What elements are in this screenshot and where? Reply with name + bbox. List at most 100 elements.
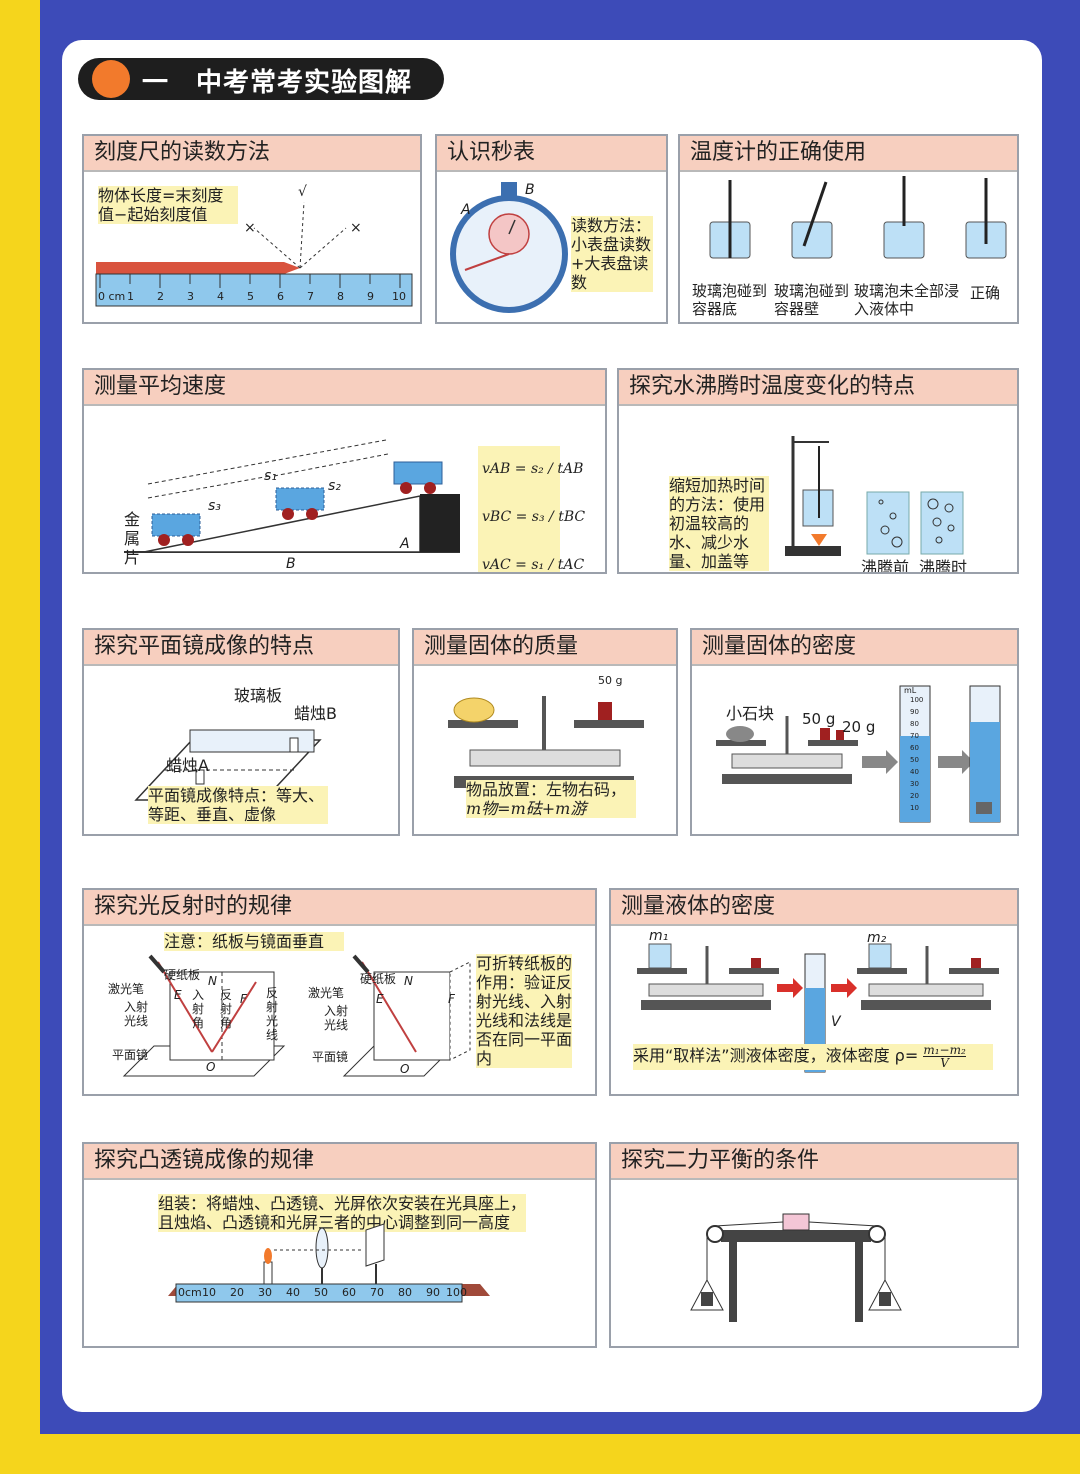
- label-before: 沸腾前: [861, 558, 910, 572]
- label-laser-2: 激光笔: [308, 986, 345, 1000]
- ruler-tick: 3: [187, 290, 194, 303]
- card-stopwatch: 认识秒表 A B 读数方法：小表盘读数+大表盘读数: [435, 134, 668, 324]
- card-title: 探究二力平衡的条件: [611, 1144, 1017, 1180]
- label-mirror-2: 平面镜: [312, 1050, 349, 1064]
- card-reflection: 探究光反射时的规律 注意：纸板与镜面垂直 硬纸板 N 激光笔 入射光线 E 入射…: [82, 888, 597, 1096]
- pencil-shape: [96, 262, 300, 274]
- cylinder-tick: 20: [910, 792, 919, 800]
- section-title: 一 中考常考实验图解: [142, 68, 413, 98]
- ruler-tick: 9: [367, 290, 374, 303]
- lens-tick: 90: [426, 1286, 440, 1299]
- label-mirror: 平面镜: [112, 1048, 149, 1062]
- card-liquid-density: 测量液体的密度 m₁ m₂ V 采用“取样法”测液体密度，液体密度 ρ=: [609, 888, 1019, 1096]
- label-laser: 激光笔: [108, 982, 145, 996]
- weight-50: 50 g: [802, 710, 836, 728]
- cylinder-tick: 60: [910, 744, 919, 752]
- label-candle-b: 蜡烛B: [294, 704, 337, 723]
- card-title: 探究平面镜成像的特点: [84, 630, 398, 666]
- reflection-diagram: [122, 954, 471, 1077]
- card-title: 认识秒表: [437, 136, 666, 172]
- frame-bottom: [0, 1434, 1080, 1474]
- cylinder-unit: mL: [904, 686, 917, 695]
- lens-tick: 30: [258, 1286, 272, 1299]
- lens-diagram: [168, 1223, 490, 1303]
- lens-tick: 60: [342, 1286, 356, 1299]
- label-b: B: [525, 182, 535, 198]
- boiling-diagram: [785, 436, 964, 556]
- lens-unit: 0cm: [178, 1286, 202, 1299]
- cylinder-tick: 40: [910, 768, 919, 776]
- speed-diagram: [124, 439, 460, 553]
- label-n-2: N: [404, 974, 413, 988]
- label-m1: m₁: [649, 928, 669, 944]
- ruler-tick: 4: [217, 290, 224, 303]
- ruler-tick: 5: [247, 290, 254, 303]
- solid-density-diagram: [716, 685, 1001, 823]
- lens-note: 组装：将蜡烛、凸透镜、光屏依次安装在光具座上，且烛焰、凸透镜和光屏三者的中心调整…: [158, 1194, 527, 1232]
- card-title: 测量固体的质量: [414, 630, 676, 666]
- thermo-caption: 玻璃泡碰到容器底: [692, 282, 768, 318]
- formula-vac: vAC = s₁ / tAC: [482, 557, 585, 572]
- lens-tick: 100: [446, 1286, 467, 1299]
- liquid-density-note: 采用“取样法”测液体密度，液体密度 ρ= m₁−m₂ V: [633, 1044, 993, 1070]
- label-m2: m₂: [867, 930, 887, 946]
- label-n: N: [208, 974, 217, 988]
- cylinder-tick: 10: [910, 804, 919, 812]
- label-incident-2: 入射光线: [324, 1004, 349, 1032]
- label-card-2: 硬纸板: [360, 972, 397, 986]
- ruler-tick: 8: [337, 290, 344, 303]
- wrong-mark-icon: ×: [350, 220, 362, 236]
- label-v: V: [831, 1014, 841, 1030]
- card-solid-density: 测量固体的密度 小石块 50 g 20 g mL 100 90 80 70 60…: [690, 628, 1019, 836]
- card-title: 测量固体的密度: [692, 630, 1017, 666]
- card-title: 温度计的正确使用: [680, 136, 1017, 172]
- card-title: 探究水沸腾时温度变化的特点: [619, 370, 1017, 406]
- lens-tick: 50: [314, 1286, 328, 1299]
- ruler-tick: 10: [392, 290, 406, 303]
- lens-tick: 80: [398, 1286, 412, 1299]
- mirror-note: 平面镜成像特点：等大、等距、垂直、虚像: [148, 786, 328, 824]
- label-f: F: [240, 992, 247, 1006]
- ruler-tick: 1: [127, 290, 134, 303]
- label-candle-a: 蜡烛A: [166, 756, 209, 775]
- lens-tick: 10: [202, 1286, 216, 1299]
- section-banner: 一 中考常考实验图解: [78, 58, 444, 100]
- card-title: 探究凸透镜成像的规律: [84, 1144, 595, 1180]
- thermometer-diagram: [709, 176, 1007, 259]
- stopwatch-diagram: [450, 182, 568, 313]
- card-title: 探究光反射时的规律: [84, 890, 595, 926]
- segment-s3: s₃: [208, 498, 221, 514]
- card-title: 刻度尺的读数方法: [84, 136, 420, 172]
- cylinder-tick: 30: [910, 780, 919, 788]
- thermo-caption: 玻璃泡碰到容器壁: [774, 282, 850, 318]
- wrong-mark-icon: ×: [244, 220, 256, 236]
- formula-vbc: vBC = s₃ / tBC: [482, 509, 586, 525]
- label-e-2: E: [376, 992, 384, 1006]
- thermo-caption: 正确: [970, 284, 1001, 302]
- mass-note-line1: 物品放置：左物右码，: [466, 780, 627, 799]
- label-after: 沸腾时: [919, 558, 968, 572]
- segment-s2: s₂: [328, 478, 341, 494]
- ruler-note: 物体长度=末刻度值−起始刻度值: [98, 186, 238, 224]
- card-mirror: 探究平面镜成像的特点 玻璃板 蜡烛B 蜡烛A 平面镜成像特点：等大、等距、垂直、…: [82, 628, 400, 836]
- label-a: A: [461, 202, 471, 218]
- speed-formulas: vAB = s₂ / tAB vBC = s₃ / tBC vAC = s₁ /…: [478, 446, 585, 572]
- card-title: 测量液体的密度: [611, 890, 1017, 926]
- mass-note-line2: m物=m砝+m游: [466, 799, 587, 818]
- card-ruler: 刻度尺的读数方法 物体长度=末刻度值−起始刻度值 0 cm 1 2 3 4 5 …: [82, 134, 422, 324]
- label-reflected: 反射光线: [266, 986, 279, 1042]
- right-mark-icon: √: [298, 184, 307, 200]
- card-title: 测量平均速度: [84, 370, 605, 406]
- mirror-diagram: [134, 729, 322, 801]
- liquid-note-text: 采用“取样法”测液体密度，液体密度 ρ=: [633, 1046, 919, 1065]
- card-boiling: 探究水沸腾时温度变化的特点 缩短加热时间的方法：使用初温较高的水、减少水量、加盖…: [617, 368, 1019, 574]
- ruler-tick: 2: [157, 290, 164, 303]
- force-balance-diagram: [690, 1213, 902, 1322]
- weight-label: 50 g: [598, 674, 623, 687]
- stopwatch-note: 读数方法：小表盘读数+大表盘读数: [571, 216, 653, 292]
- label-card: 硬纸板: [164, 968, 201, 982]
- point-a: A: [400, 536, 410, 552]
- reflection-top-note: 注意：纸板与镜面垂直: [164, 932, 344, 951]
- card-thermometer: 温度计的正确使用 玻璃泡碰到容器底 玻璃泡碰到容器壁 玻璃泡未全部浸入液体中 正…: [678, 134, 1019, 324]
- reflection-side-note: 可折转纸板的作用：验证反射光线、入射光线和法线是否在同一平面内: [476, 954, 573, 1068]
